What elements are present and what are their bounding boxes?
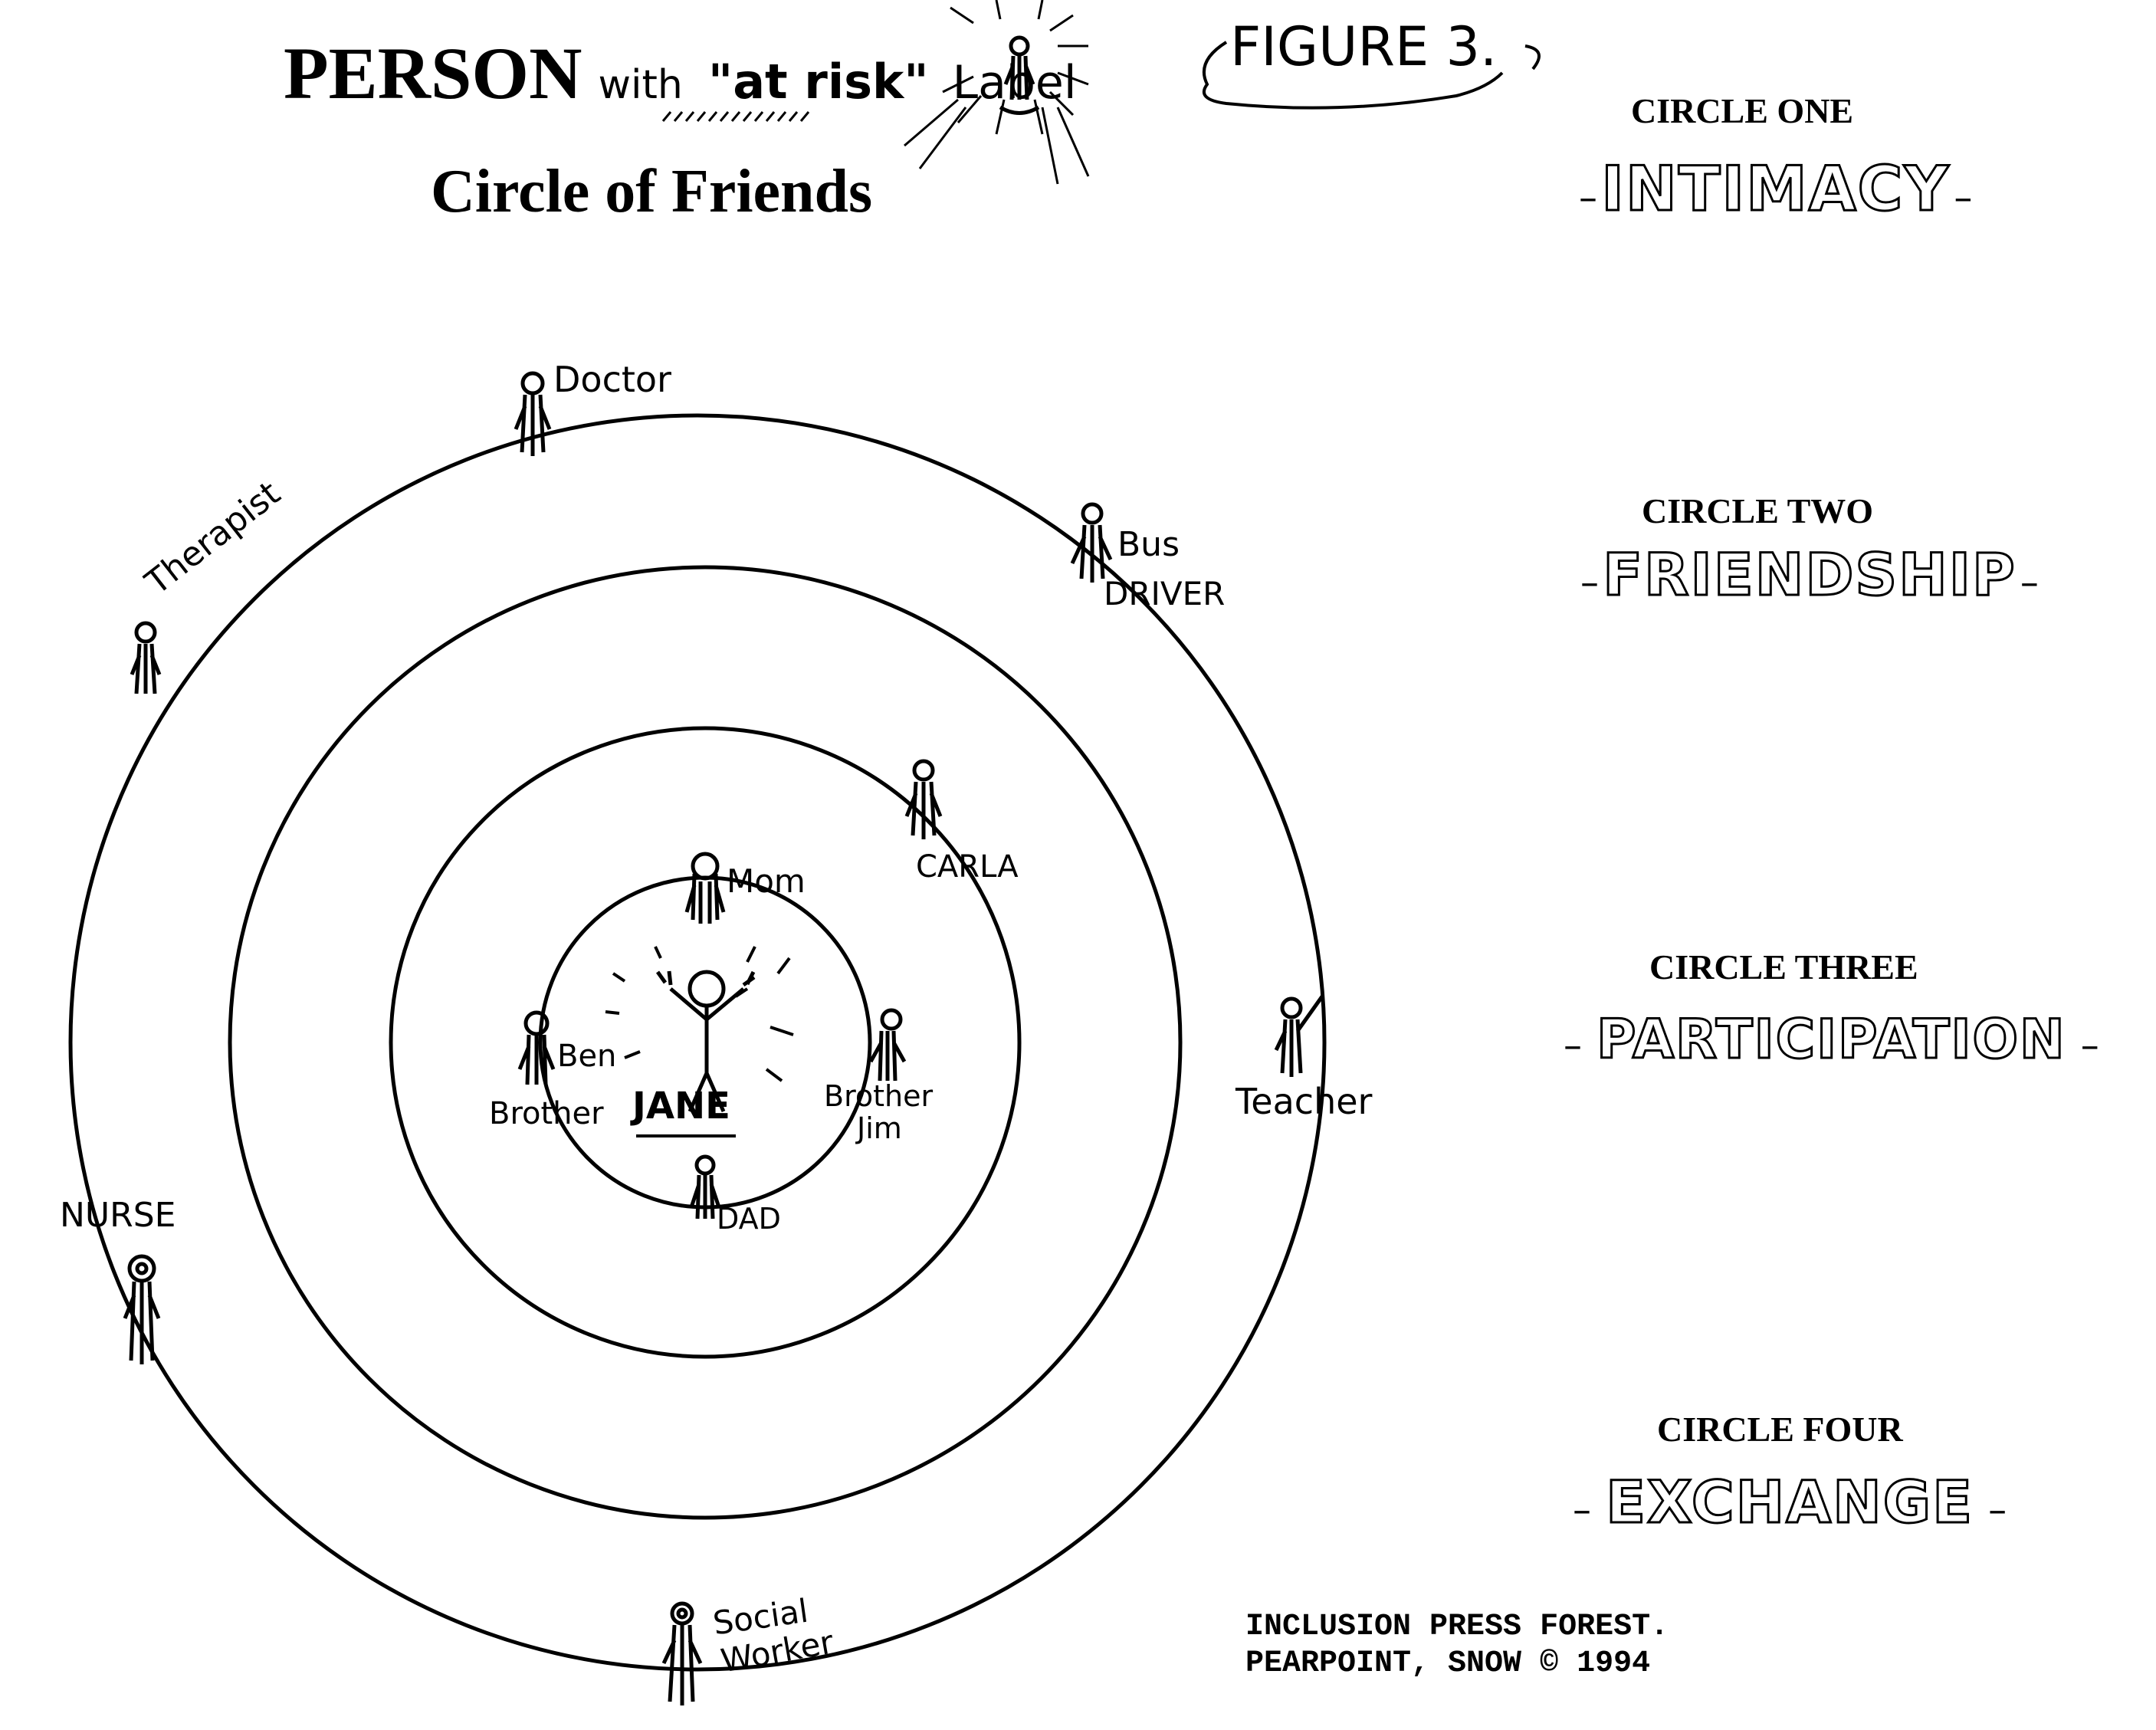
social-worker-figure (661, 1601, 703, 1705)
teacher-figure (1274, 995, 1324, 1077)
brother-jim-label-2: Jim (857, 1111, 902, 1145)
nurse-figure (123, 1254, 161, 1364)
bus-driver-figure (1070, 502, 1113, 583)
figure-number: FIGURE 3. (1230, 15, 1498, 78)
footer-line-1: INCLUSION PRESS FOREST. (1245, 1610, 1669, 1644)
mom-label: Mom (727, 862, 806, 900)
brother-jim-figure (868, 1008, 907, 1082)
therapist-figure (130, 621, 162, 694)
circle-three-ring (228, 565, 1183, 1520)
carla-figure (904, 759, 943, 839)
legend-word-three: PARTICIPATION (1596, 1007, 2066, 1072)
brother-label: Brother (489, 1096, 604, 1131)
jane-label: JANE (632, 1085, 730, 1128)
at-risk-text: "at risk" (707, 54, 929, 110)
footer-line-2: PEARPOINT, SNOW © 1994 (1245, 1646, 1651, 1681)
legend-word-four: EXCHANGE (1605, 1467, 1974, 1538)
header-person-line: PERSON with "at risk" Label (284, 31, 1077, 116)
brother-jim-label-1: Brother (824, 1079, 934, 1113)
legend-heading-two: CIRCLE TWO (1642, 491, 1874, 530)
mom-figure (684, 852, 726, 924)
person-prefix: PERSON (284, 32, 582, 114)
legend-word-two: FRIENDSHIP (1602, 540, 2017, 610)
carla-label: CARLA (916, 849, 1019, 885)
dad-label: DAD (717, 1202, 781, 1236)
ben-figure (517, 1010, 556, 1085)
nurse-label: NURSE (60, 1196, 176, 1235)
bus-driver-label-1: Bus (1117, 525, 1180, 564)
jane-figure (655, 970, 756, 1113)
legend-word-one: INTIMACY (1600, 153, 1951, 226)
page-title: Circle of Friends (431, 158, 873, 225)
dad-figure (689, 1154, 721, 1220)
legend-heading-three: CIRCLE THREE (1649, 947, 1918, 986)
label-word: Label (952, 56, 1077, 110)
circle-four-ring (68, 413, 1327, 1672)
legend-word-two-row: – FRIENDSHIP – (1580, 540, 2039, 610)
legend-heading-four: CIRCLE FOUR (1657, 1410, 1903, 1449)
at-risk-burst (904, 0, 1090, 185)
bus-driver-label-2: DRIVER (1104, 575, 1226, 612)
figure-scroll-flourish (1202, 41, 1541, 110)
doctor-figure (514, 371, 552, 456)
at-risk-underline (661, 111, 810, 122)
circle-two-ring (389, 726, 1022, 1359)
teacher-label: Teacher (1236, 1081, 1373, 1122)
legend-word-four-row: – EXCHANGE – (1573, 1467, 2007, 1538)
person-with: with (598, 62, 683, 108)
at-risk-figure (999, 35, 1040, 115)
legend-word-three-row: – PARTICIPATION – (1564, 1007, 2099, 1072)
ben-label: Ben (557, 1039, 617, 1074)
doctor-label: Doctor (553, 359, 671, 400)
legend-heading-one: CIRCLE ONE (1631, 91, 1854, 130)
legend-word-one-row: – INTIMACY – (1579, 153, 1973, 226)
